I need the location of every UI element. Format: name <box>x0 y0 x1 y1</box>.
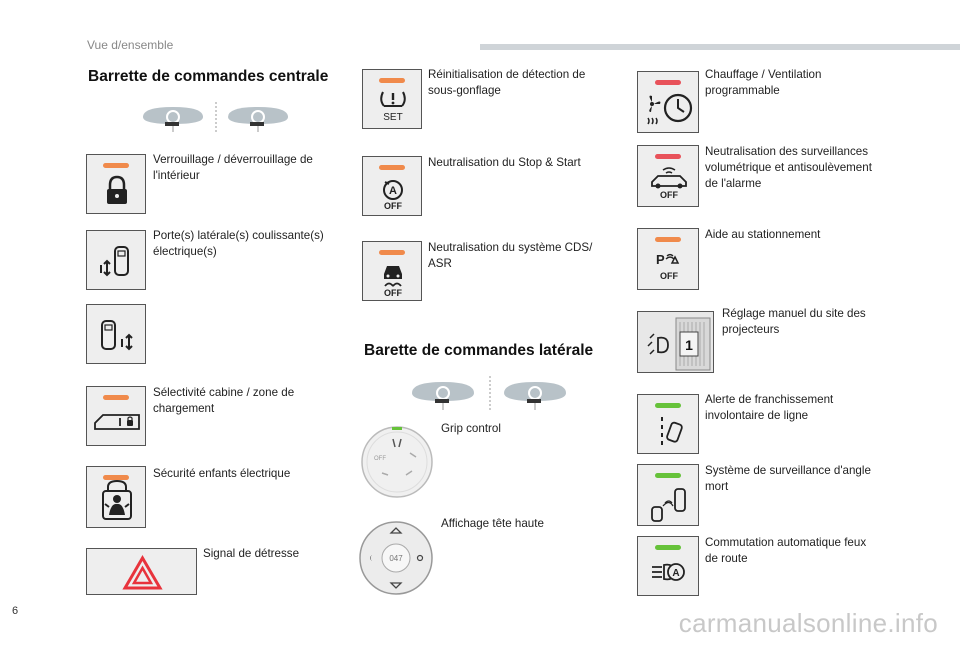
child-lock-icon <box>102 479 132 520</box>
set-badge: SET <box>383 112 403 123</box>
esp-asr-description: Neutralisation du système CDS/ ASR <box>428 241 593 270</box>
steering-position-diagram <box>140 100 295 134</box>
off-badge: OFF <box>660 271 678 281</box>
alarm-surveillance-off-button[interactable]: OFF <box>637 145 699 207</box>
steering-wheels-icon <box>143 102 288 133</box>
esp-off-icon <box>384 266 402 287</box>
stop-start-off-icon: A <box>383 180 403 200</box>
lane-departure-button[interactable] <box>637 394 699 454</box>
status-indicator <box>103 163 129 168</box>
sliding-door-description: Porte(s) latérale(s) coulissante(s) élec… <box>153 229 324 258</box>
status-indicator <box>655 80 681 85</box>
steering-wheels-icon <box>412 376 566 412</box>
cabin-cargo-button[interactable] <box>86 386 146 446</box>
stop-start-description: Neutralisation du Stop & Start <box>428 156 581 169</box>
esp-asr-off-button[interactable]: OFF <box>362 241 422 301</box>
grip-control-description: Grip control <box>441 422 501 435</box>
page-number: 6 <box>12 605 19 617</box>
lateral-steering-position-diagram <box>410 375 570 413</box>
park-assist-description: Aide au stationnement <box>705 228 821 241</box>
svg-text:A: A <box>672 568 679 579</box>
stop-start-off-button[interactable]: A OFF <box>362 156 422 216</box>
hazard-triangle-icon <box>122 555 163 590</box>
lateral-section-title: Barette de commandes latérale <box>364 342 594 359</box>
blind-spot-icon <box>651 488 686 522</box>
alarm-off-icon <box>651 167 687 189</box>
off-badge: OFF <box>384 288 402 298</box>
status-indicator <box>655 154 681 159</box>
alarm-surveillance-description: Neutralisation des surveillances volumét… <box>705 145 872 190</box>
status-indicator <box>103 475 129 480</box>
park-assist-off-button[interactable]: P OFF <box>637 228 699 290</box>
headlamp-leveling-thumbwheel[interactable]: 1 <box>637 311 714 373</box>
hazard-warning-button[interactable] <box>86 548 197 595</box>
cabin-cargo-description: Sélectivité cabine / zone de chargement <box>153 386 295 415</box>
tyre-pressure-reset-button[interactable]: SET <box>362 69 422 129</box>
interior-lock-description: Verrouillage / déverrouillage de l'intér… <box>153 153 313 182</box>
status-indicator <box>379 78 405 83</box>
sliding-door-left-icon <box>101 320 133 351</box>
status-indicator <box>655 473 681 478</box>
park-assist-off-icon: P <box>656 252 680 267</box>
status-indicator <box>655 237 681 242</box>
auto-high-beam-button[interactable]: A <box>637 536 699 596</box>
head-up-display-description: Affichage tête haute <box>441 517 544 530</box>
svg-text:1: 1 <box>685 337 693 353</box>
svg-text:A: A <box>389 185 397 197</box>
head-up-display-dial-icon: 047 <box>359 521 433 595</box>
status-indicator <box>103 395 129 400</box>
programmable-heating-button[interactable] <box>637 71 699 133</box>
cabin-cargo-icon <box>94 414 140 430</box>
svg-text:047: 047 <box>389 554 403 563</box>
headlamp-leveling-icon: 1 <box>647 317 711 371</box>
lane-departure-description: Alerte de franchissement involontaire de… <box>705 393 834 422</box>
blind-spot-button[interactable] <box>637 464 699 526</box>
interior-lock-button[interactable] <box>86 154 146 214</box>
blind-spot-description: Système de surveillance d'angle mort <box>705 464 871 493</box>
central-section-title: Barrette de commandes centrale <box>88 68 329 85</box>
grip-control-dial-icon: OFF <box>361 426 433 498</box>
lock-icon <box>107 175 127 204</box>
head-up-display-dial[interactable]: 047 <box>358 520 434 596</box>
section-header-label: Vue d/ensemble <box>87 38 174 52</box>
programmable-heating-description: Chauffage / Ventilation programmable <box>705 68 822 97</box>
svg-text:OFF: OFF <box>374 456 386 462</box>
status-indicator <box>655 403 681 408</box>
header-divider-bar <box>480 44 960 50</box>
sliding-door-left-button[interactable] <box>86 304 146 364</box>
tyre-pressure-set-icon <box>380 91 406 107</box>
programmable-heating-icon <box>647 93 693 125</box>
child-lock-button[interactable] <box>86 466 146 528</box>
auto-high-beam-icon: A <box>652 563 685 581</box>
status-indicator <box>379 165 405 170</box>
child-lock-description: Sécurité enfants électrique <box>153 467 291 480</box>
auto-high-beam-description: Commutation automatique feux de route <box>705 536 867 565</box>
lane-departure-icon <box>661 417 683 445</box>
svg-text:P: P <box>656 252 665 267</box>
hazard-description: Signal de détresse <box>203 547 300 560</box>
status-indicator <box>655 545 681 550</box>
off-badge: OFF <box>384 201 402 211</box>
headlamp-leveling-description: Réglage manuel du site des projecteurs <box>722 307 866 336</box>
grip-control-dial[interactable]: OFF <box>360 425 434 499</box>
sliding-door-right-button[interactable] <box>86 230 146 290</box>
status-indicator <box>379 250 405 255</box>
off-badge: OFF <box>660 190 678 200</box>
tyre-pressure-description: Réinitialisation de détection de sous-go… <box>428 68 586 97</box>
watermark-text: carmanualsonline.info <box>678 608 938 638</box>
sliding-door-right-icon <box>100 246 129 277</box>
